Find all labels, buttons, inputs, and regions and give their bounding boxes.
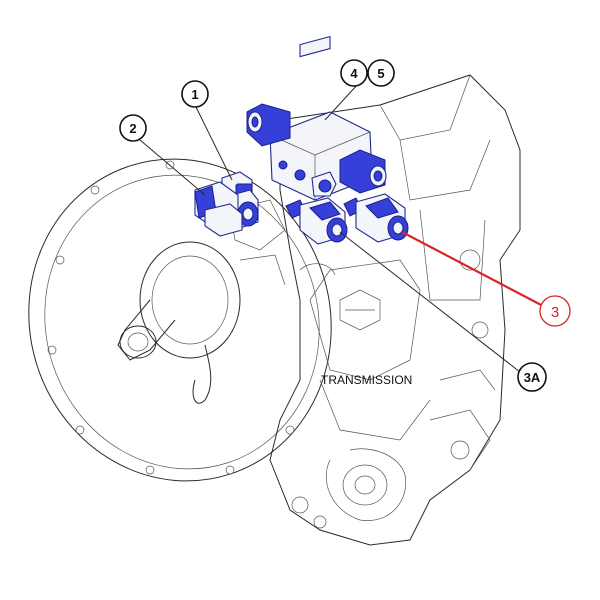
bell-housing-bolts <box>47 160 295 475</box>
leader-4-5 <box>324 83 359 121</box>
callout-1: 1 <box>181 80 209 108</box>
leader-1 <box>195 106 233 181</box>
part-3a-valve[interactable] <box>285 197 348 245</box>
svg-text:3A: 3A <box>524 370 541 385</box>
svg-text:4: 4 <box>350 66 358 81</box>
svg-text:3: 3 <box>551 304 559 321</box>
part-2-fitting[interactable] <box>194 181 243 237</box>
svg-text:2: 2 <box>129 121 136 136</box>
leader-3a <box>339 231 521 373</box>
part-4-5-valve-block[interactable] <box>246 35 387 201</box>
transmission-label: TRANSMISSION <box>321 373 412 387</box>
transmission-case <box>269 74 521 546</box>
svg-text:5: 5 <box>377 66 384 81</box>
leader-lines <box>139 83 546 373</box>
leader-2 <box>139 139 206 196</box>
transmission-housing <box>28 74 521 546</box>
callout-2: 2 <box>119 114 147 142</box>
bell-housing-inner <box>44 174 320 470</box>
callout-3: 3 <box>539 295 571 327</box>
leader-3 <box>401 231 546 308</box>
part-3-valve[interactable] <box>343 193 409 243</box>
callout-5: 5 <box>367 59 395 87</box>
callout-4: 4 <box>340 59 368 87</box>
svg-text:1: 1 <box>191 87 198 102</box>
input-hub <box>139 241 241 359</box>
callout-3a: 3A <box>517 362 547 392</box>
